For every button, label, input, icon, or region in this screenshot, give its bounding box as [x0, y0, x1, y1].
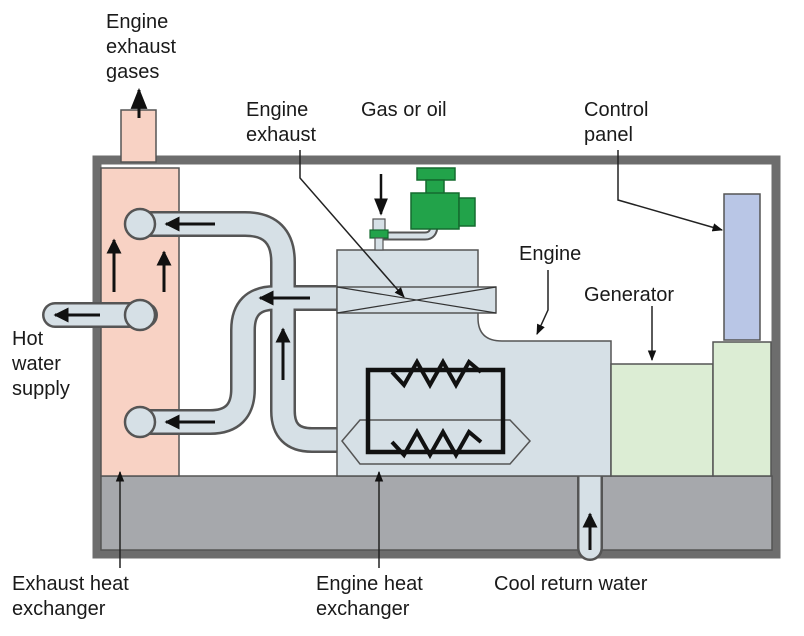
fuel-valve-icon: [410, 167, 476, 230]
exhaust-pipe: [129, 213, 361, 451]
label-control-panel: Control panel: [584, 99, 654, 146]
pipe-connector-top: [123, 207, 157, 241]
label-engine: Engine: [519, 243, 581, 265]
label-engine-heat-exchanger: Engine heat exchanger: [316, 573, 428, 620]
label-generator: Generator: [584, 284, 674, 306]
control-panel-base: [712, 341, 772, 477]
label-cool-return-water: Cool return water: [494, 573, 648, 595]
leader-control-panel: [617, 150, 724, 232]
heat-coil-zigzag-top: [390, 357, 483, 390]
leader-engine: [536, 270, 549, 335]
label-exhaust-heat-exchanger: Exhaust heat exchanger: [12, 573, 134, 620]
heat-coil: [365, 367, 506, 455]
pipe-connector-middle: [123, 298, 157, 332]
label-engine-exhaust-gases: Engine exhaust gases: [106, 11, 182, 83]
control-panel: [723, 193, 761, 341]
generator: [610, 363, 714, 477]
leader-engine-exhaust: [299, 150, 405, 298]
label-hot-water-supply: Hot water supply: [11, 328, 70, 400]
exhaust-stack: [120, 109, 157, 163]
label-engine-exhaust: Engine exhaust: [246, 99, 316, 146]
label-gas-or-oil: Gas or oil: [361, 99, 447, 121]
floor-base: [100, 475, 773, 551]
pipe-connector-bottom: [123, 405, 157, 439]
heat-coil-zigzag-bottom: [390, 427, 483, 460]
